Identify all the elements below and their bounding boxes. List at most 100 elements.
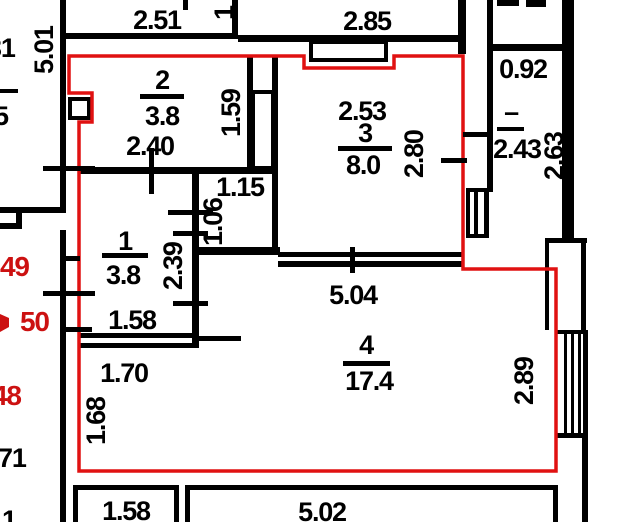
tick: [183, 0, 188, 10]
fraction-bar-room3: [338, 146, 392, 151]
room2-number: 2: [155, 65, 169, 95]
tick: [149, 148, 154, 194]
vent-shaft-square: [68, 97, 91, 120]
unit-number-48: 48: [0, 380, 21, 411]
apartment-boundary: [67, 54, 558, 473]
tick: [168, 210, 213, 215]
tick: [43, 166, 95, 171]
tick: [350, 247, 355, 273]
adjacent-bottom-partial: 1: [2, 505, 17, 522]
dim-1-58-room1: 1.58: [108, 305, 157, 335]
wall-segment: [553, 485, 558, 522]
dim-5-02: 5.02: [298, 497, 346, 522]
cutoff-fragment: [497, 0, 519, 6]
wall-segment: [247, 57, 253, 173]
balcony-window-line: [474, 190, 478, 238]
room4-window-line: [571, 332, 574, 435]
wall-segment: [73, 485, 78, 522]
unit-number-71: 71: [0, 443, 27, 473]
room1-area: 3.8: [106, 260, 141, 290]
fraction-bar-room2: [140, 94, 184, 99]
wall-segment: [545, 238, 549, 330]
window-top: [309, 40, 388, 62]
wall-segment: [185, 485, 190, 522]
room1-number: 1: [118, 226, 133, 256]
dim-2-53: 2.53: [338, 96, 387, 126]
room3-number: 3: [358, 118, 373, 148]
cutoff-fragment: [526, 0, 546, 7]
dim-rot-1: 1: [209, 5, 239, 20]
wall-segment: [458, 0, 466, 54]
tick: [463, 132, 490, 137]
wall-segment: [78, 167, 278, 174]
dim-2-51: 2.51: [133, 5, 182, 35]
dim-1-59: 1.59: [216, 88, 246, 137]
tick: [173, 301, 208, 306]
dimension-ticks: [0, 0, 490, 332]
wall-segment: [192, 333, 199, 348]
room4-number: 4: [359, 330, 374, 360]
balcony-window-line: [466, 234, 489, 238]
fraction-bar-balcony: [497, 127, 524, 131]
dim-1-68: 1.68: [81, 396, 111, 445]
dim-1-15: 1.15: [216, 172, 265, 202]
door-room2-room3: [251, 90, 275, 170]
wall-segment: [174, 485, 179, 522]
wall-segment: [185, 485, 558, 490]
wall-segment: [581, 238, 586, 330]
wall-segment: [493, 44, 563, 51]
wall-segment: [16, 213, 22, 229]
dim-0-92: 0.92: [499, 54, 547, 84]
wall-segment: [78, 333, 199, 338]
wall-segment: [78, 343, 199, 348]
adjacent-left-partial-5: 5: [0, 101, 9, 131]
wall-segment: [487, 0, 493, 192]
balcony-window-line: [484, 190, 489, 238]
balcony-window-line: [466, 190, 470, 238]
dim-5-04: 5.04: [329, 280, 378, 310]
wall-segment: [562, 0, 574, 238]
wall-segment: [278, 252, 463, 257]
wall-segment: [192, 172, 199, 348]
room4-window-line: [556, 433, 588, 438]
dim-2-40: 2.40: [126, 131, 174, 161]
adjacent-top-partial: 31: [0, 33, 16, 63]
balcony-area: 2.43: [493, 134, 542, 164]
wall-segment: [60, 230, 66, 522]
dim-2-39: 2.39: [158, 241, 188, 290]
wall-segment: [60, 0, 66, 213]
fraction-bar-room1: [102, 253, 148, 258]
dim-5-01: 5.01: [29, 25, 59, 74]
tick: [173, 231, 208, 236]
tick: [60, 327, 92, 332]
wall-segment: [73, 485, 179, 490]
dim-2-85: 2.85: [343, 6, 392, 36]
wall-segment: [195, 247, 280, 255]
labels: 5.01 1 1.59 2.80 2.63 1.06 2.39 1.68 2.8…: [0, 5, 569, 522]
tick: [43, 291, 95, 296]
dim-1-06: 1.06: [198, 197, 228, 246]
dim-2-80: 2.80: [399, 130, 429, 178]
fraction-bars: [102, 94, 524, 366]
dim-2-89: 2.89: [509, 356, 539, 405]
fraction-bar-room4: [343, 361, 390, 366]
wall-segment: [0, 207, 66, 213]
wall-segment: [0, 223, 22, 229]
wall-segment: [545, 238, 587, 243]
room4-window-line: [578, 332, 581, 435]
dim-1-58-bottom: 1.58: [102, 496, 151, 522]
dim-1-70: 1.70: [100, 358, 148, 388]
unit-number-50: 50: [20, 306, 49, 337]
balcony-number-dash: –: [504, 97, 519, 127]
wall-segment: [238, 35, 459, 42]
dim-2-63: 2.63: [539, 131, 569, 180]
wall-segment: [582, 437, 588, 522]
wall-segment: [278, 261, 463, 267]
partial-red-glyph: [0, 314, 9, 332]
overline-partial-5: [0, 89, 18, 93]
unit-number-49: 49: [0, 251, 29, 282]
room4-window-line: [583, 330, 588, 437]
room4-window-line: [564, 332, 567, 435]
